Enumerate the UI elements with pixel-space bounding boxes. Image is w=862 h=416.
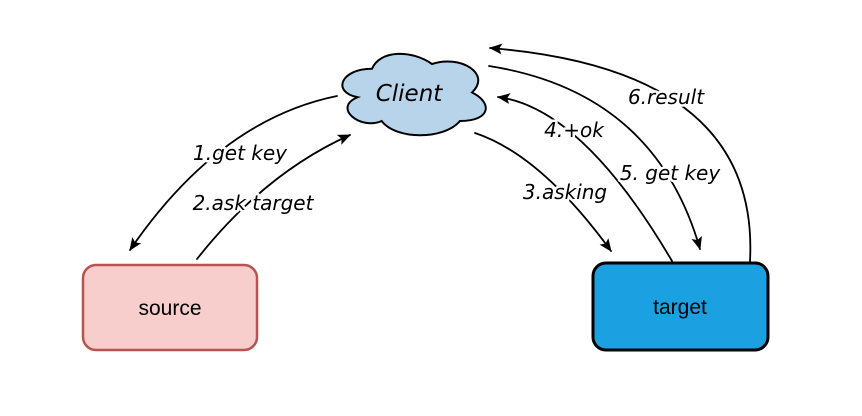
client-node: Client	[341, 52, 487, 137]
source-box	[81, 263, 259, 352]
edge-label-3-asking: 3.asking	[523, 180, 607, 204]
target-box	[591, 261, 770, 352]
edge-5-get-key	[488, 65, 702, 251]
edges-group	[129, 43, 752, 262]
edge-2-ask-target	[196, 134, 351, 260]
edge-3-asking	[474, 132, 612, 252]
target-label: target	[653, 296, 707, 319]
edge-label-5-get-key: 5. get key	[620, 161, 722, 185]
edge-label-6-result: 6.result	[628, 85, 705, 109]
edge-labels-group: 1.get key 2.ask target 3.asking 4.+ok 5.…	[190, 83, 724, 218]
edge-label-1-get-key: 1.get key	[193, 141, 288, 165]
source-node: source	[81, 263, 259, 352]
target-node: target	[591, 261, 770, 352]
cloud-icon	[341, 52, 487, 137]
source-label: source	[138, 297, 201, 320]
edge-1-get-key	[129, 95, 338, 251]
edge-6-result	[488, 43, 752, 262]
edge-label-4-ok: 4.+ok	[544, 118, 605, 142]
client-label: Client	[376, 81, 444, 107]
edge-label-2-ask-target: 2.ask target	[193, 191, 315, 215]
edge-4-ok	[496, 93, 673, 262]
